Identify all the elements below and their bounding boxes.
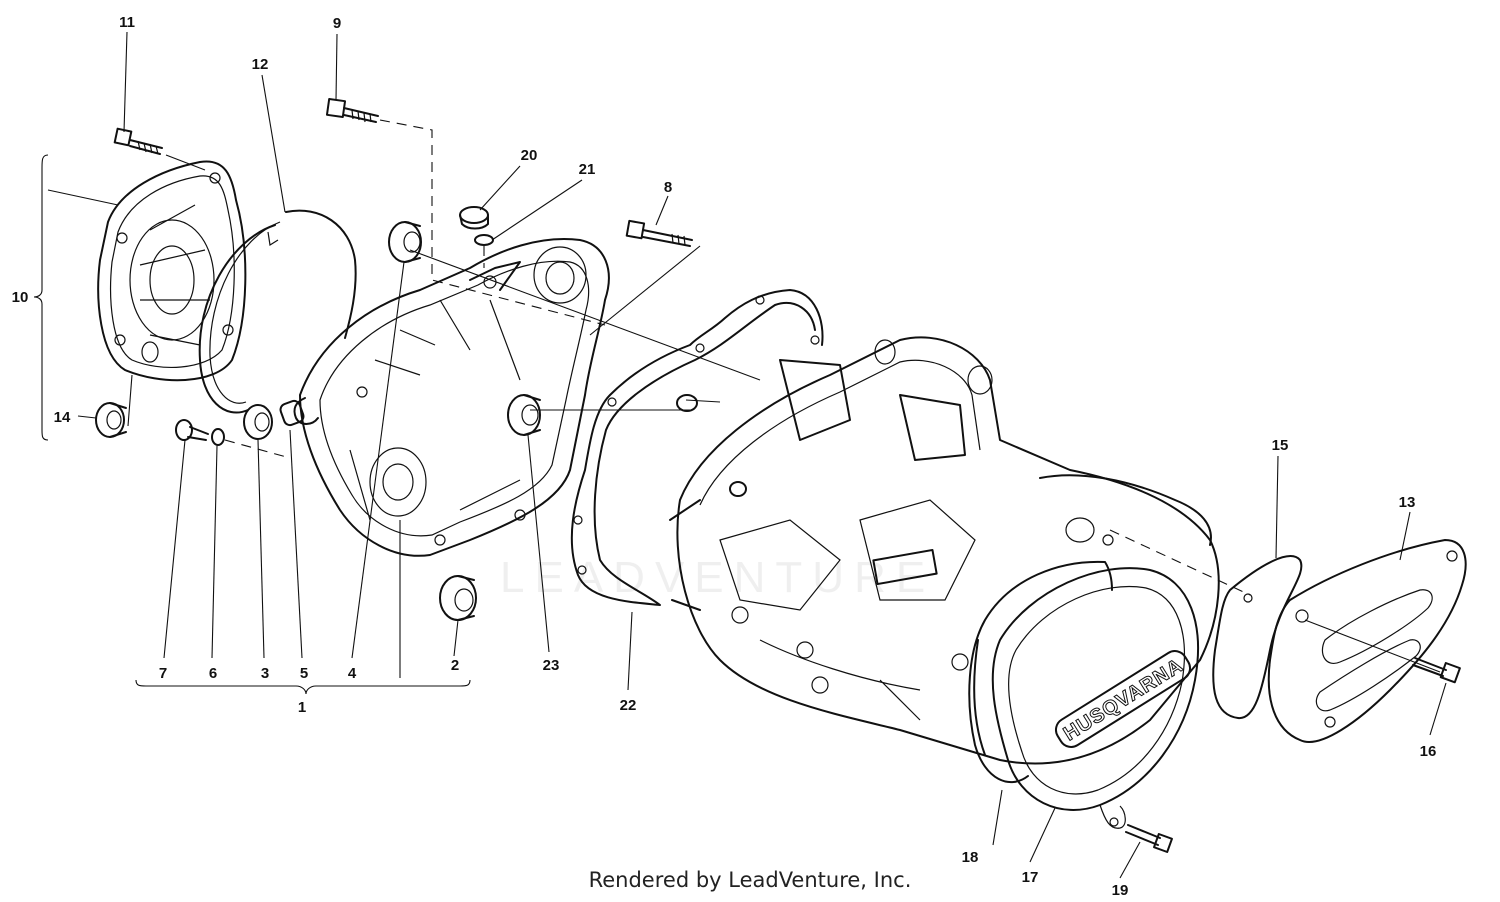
seal-3-part bbox=[243, 404, 273, 440]
bolt-19-part bbox=[1125, 824, 1173, 853]
callout-2: 2 bbox=[451, 657, 459, 674]
callout-4: 4 bbox=[348, 665, 357, 682]
bearing-14-part bbox=[95, 402, 127, 438]
side-cover-13-part bbox=[1267, 539, 1467, 743]
rendered-by-credit: Rendered by LeadVenture, Inc. bbox=[588, 868, 912, 892]
gasket-22-part bbox=[570, 289, 824, 606]
cover-gasket-18-part bbox=[968, 560, 1113, 784]
cover-brand-text: HUSQVARNA bbox=[1060, 654, 1187, 745]
watermark-text: LEADVENTURE bbox=[500, 553, 935, 602]
bolt-7-part bbox=[175, 419, 209, 441]
callout-21: 21 bbox=[579, 161, 596, 178]
callout-20: 20 bbox=[521, 147, 538, 164]
callout-15: 15 bbox=[1272, 437, 1289, 454]
callout-18: 18 bbox=[962, 849, 979, 866]
bracket-10 bbox=[33, 154, 49, 441]
bolt-8-part bbox=[625, 219, 693, 247]
engine-block-part bbox=[669, 336, 1220, 765]
snap-ring-12-part bbox=[198, 209, 357, 414]
outer-cover-part bbox=[97, 160, 247, 382]
callout-12: 12 bbox=[252, 56, 269, 73]
callout-1: 1 bbox=[298, 699, 306, 716]
washer-6-part bbox=[211, 428, 225, 446]
callout-13: 13 bbox=[1399, 494, 1416, 511]
bearing-23-part bbox=[507, 394, 541, 436]
washer-21-part bbox=[474, 234, 494, 246]
callout-23: 23 bbox=[543, 657, 560, 674]
callout-10: 10 bbox=[12, 289, 29, 306]
callout-9: 9 bbox=[333, 15, 341, 32]
callout-7: 7 bbox=[159, 665, 167, 682]
bolt-9-part bbox=[325, 97, 379, 123]
bolt-16-part bbox=[1412, 657, 1461, 684]
callout-17: 17 bbox=[1022, 869, 1039, 886]
bolt-11-part bbox=[113, 127, 163, 155]
callout-19: 19 bbox=[1112, 882, 1129, 899]
bracket-1 bbox=[135, 679, 471, 695]
callout-22: 22 bbox=[620, 697, 637, 714]
gasket-15-part bbox=[1212, 555, 1303, 720]
bearing-4-part bbox=[388, 221, 422, 263]
bearing-2-part bbox=[439, 575, 477, 621]
callout-6: 6 bbox=[209, 665, 217, 682]
callout-3: 3 bbox=[261, 665, 269, 682]
bushing-5-part bbox=[279, 399, 305, 427]
callout-11: 11 bbox=[119, 14, 135, 31]
callout-5: 5 bbox=[300, 665, 308, 682]
plug-20-part bbox=[459, 206, 489, 230]
callout-16: 16 bbox=[1420, 743, 1437, 760]
crankcase-half-1-part bbox=[293, 238, 610, 557]
callout-8: 8 bbox=[664, 179, 672, 196]
callout-14: 14 bbox=[54, 409, 71, 426]
